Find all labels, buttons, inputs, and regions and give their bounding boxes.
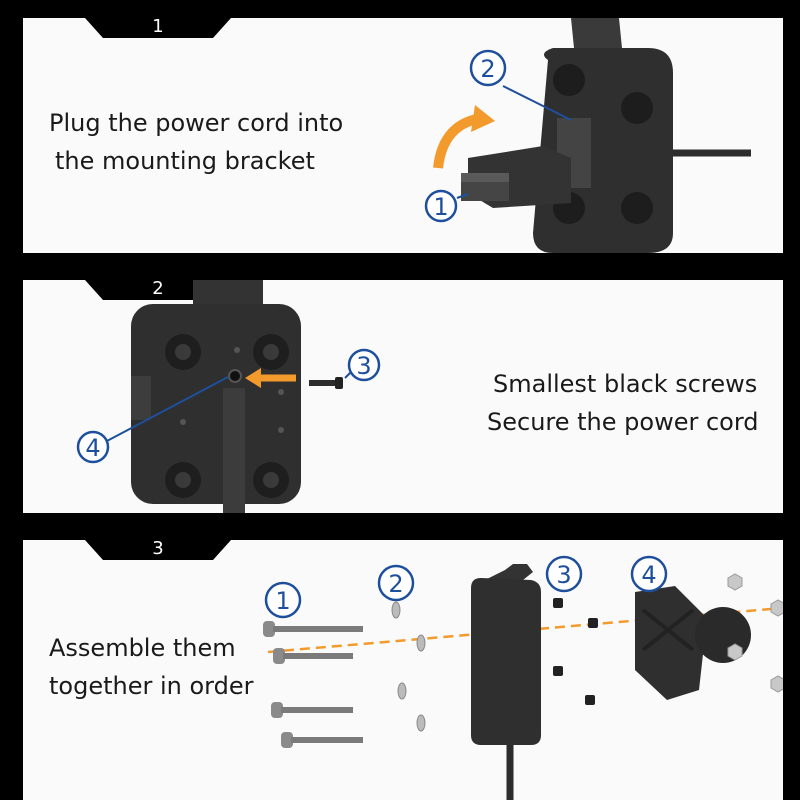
- step-3-panel: 3 Assemble them together in order: [23, 540, 783, 800]
- ball-mount: [695, 607, 751, 663]
- callout-4: 4: [630, 555, 668, 593]
- mounting-bracket: [471, 578, 541, 745]
- step-2-illustration: 3 4: [76, 280, 381, 513]
- svg-text:3: 3: [556, 561, 571, 589]
- step-2-panel: 2 Smallest black screws Secure the power…: [23, 280, 783, 513]
- power-cord: [223, 388, 245, 513]
- svg-text:1: 1: [433, 193, 448, 221]
- callout-2: 2: [469, 49, 507, 87]
- step-3-line-2: together in order: [49, 672, 254, 700]
- small-black-screw: [309, 377, 343, 389]
- svg-text:1: 1: [275, 587, 290, 615]
- callout-3: 3: [347, 348, 381, 382]
- long-screws: [263, 621, 363, 748]
- callout-2: 2: [377, 564, 415, 602]
- svg-text:2: 2: [480, 55, 495, 83]
- callout-3: 3: [545, 555, 583, 593]
- callout-1: 1: [264, 581, 302, 619]
- svg-text:2: 2: [388, 570, 403, 598]
- step-1-illustration: 1 2: [424, 18, 751, 253]
- step-1-number-tab: 1: [85, 18, 231, 38]
- step-1-panel: 1 Plug the power cord into the mounting …: [23, 18, 783, 253]
- svg-text:3: 3: [356, 352, 371, 380]
- small-screws: [553, 598, 598, 705]
- step-3-illustration: 1 2 3 4: [263, 555, 783, 800]
- step-1-number: 1: [152, 18, 164, 37]
- step-3-line-1: Assemble them: [49, 634, 236, 662]
- callout-4: 4: [76, 430, 110, 464]
- step-2-line-1: Smallest black screws: [493, 370, 758, 398]
- nuts: [727, 573, 783, 693]
- washers: [391, 601, 426, 732]
- callout-1: 1: [424, 189, 458, 223]
- step-1-line-2: the mounting bracket: [55, 147, 315, 175]
- step-2-number: 2: [152, 280, 164, 299]
- step-3-caption: Assemble them together in order: [49, 629, 253, 705]
- step-3-number-tab: 3: [85, 540, 231, 560]
- step-2-caption: Smallest black screws Secure the power c…: [487, 365, 759, 441]
- svg-text:4: 4: [641, 561, 656, 589]
- svg-text:4: 4: [85, 434, 100, 462]
- step-1-line-1: Plug the power cord into: [49, 109, 344, 137]
- step-2-line-2: Secure the power cord: [487, 408, 759, 436]
- step-3-number: 3: [152, 540, 164, 559]
- step-1-caption: Plug the power cord into the mounting br…: [49, 104, 343, 180]
